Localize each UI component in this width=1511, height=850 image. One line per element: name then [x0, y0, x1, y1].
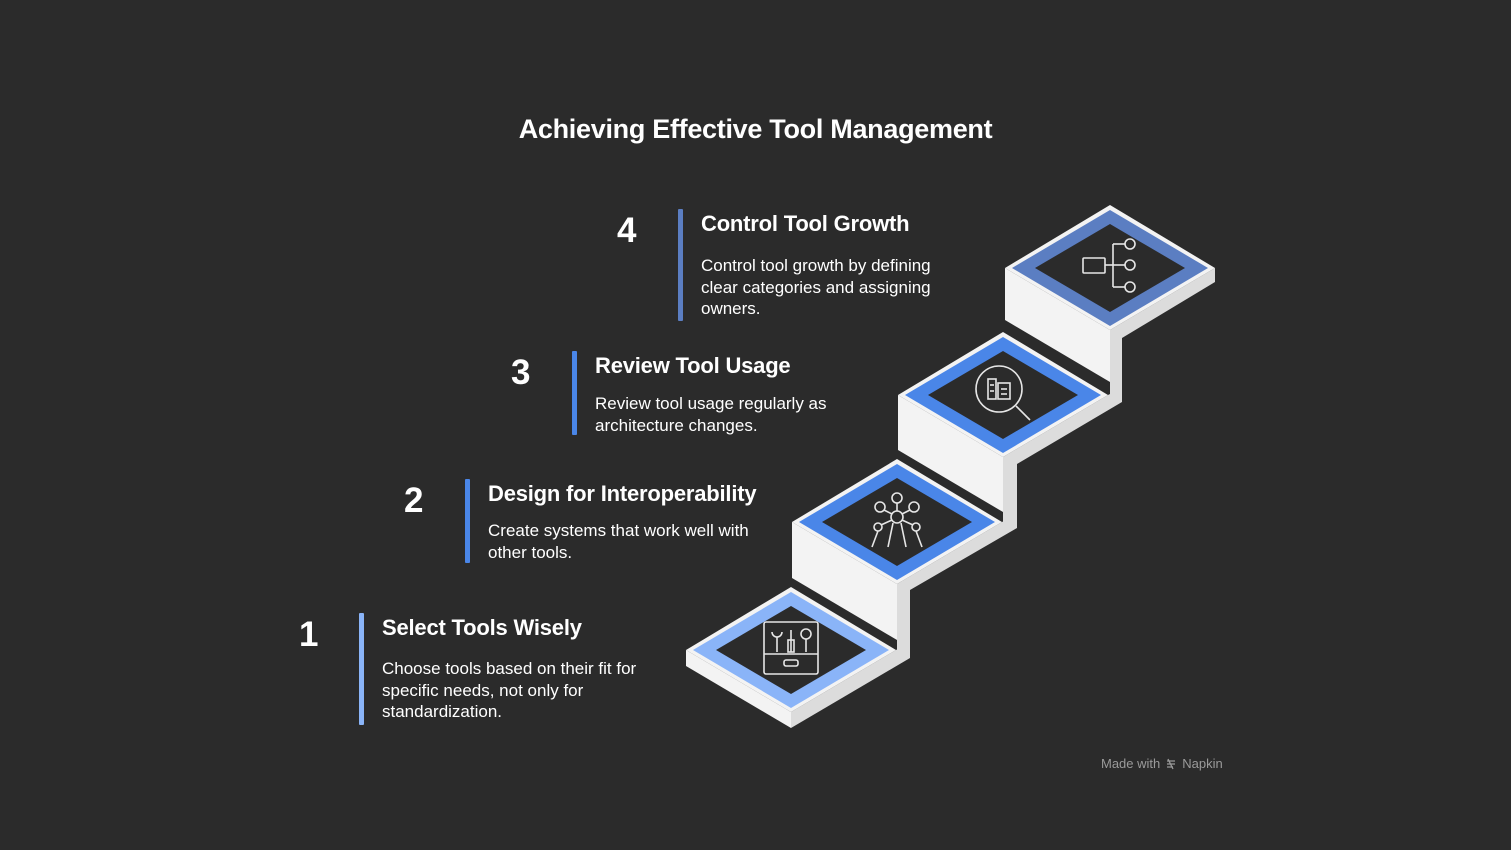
step-heading: Control Tool Growth	[701, 211, 910, 236]
page-title: Achieving Effective Tool Management	[518, 114, 993, 144]
step-accent-bar	[572, 351, 577, 435]
step-heading: Design for Interoperability	[488, 481, 757, 506]
network-structure-icon	[871, 492, 923, 548]
hierarchy-tree-icon	[1082, 238, 1136, 293]
made-with-credit[interactable]: Made with Napkin	[1101, 756, 1223, 771]
step-number: 1	[299, 615, 319, 654]
step-accent-bar	[359, 613, 364, 725]
step-accent-bar	[678, 209, 683, 321]
stair-tile-2	[792, 459, 1002, 584]
napkin-logo-icon	[1167, 758, 1176, 769]
credit-brand: Napkin	[1182, 756, 1223, 771]
toolbox-icon	[763, 621, 819, 675]
step-description: Choose tools based on their fit for spec…	[382, 659, 637, 721]
step-description: Review tool usage regularly as architect…	[595, 394, 827, 435]
stair-tile-4	[1005, 205, 1215, 330]
magnifier-document-icon	[975, 365, 1031, 421]
step-number: 4	[617, 211, 637, 250]
credit-text: Made with	[1101, 756, 1161, 771]
step-number: 3	[511, 353, 531, 392]
step-number: 2	[404, 481, 424, 520]
step-heading: Select Tools Wisely	[382, 615, 582, 640]
step-description: Create systems that work well with other…	[488, 521, 749, 562]
step-description: Control tool growth by defining clear ca…	[701, 256, 931, 318]
step-heading: Review Tool Usage	[595, 353, 791, 378]
stair-sides	[686, 268, 1215, 728]
step-accent-bar	[465, 479, 470, 563]
